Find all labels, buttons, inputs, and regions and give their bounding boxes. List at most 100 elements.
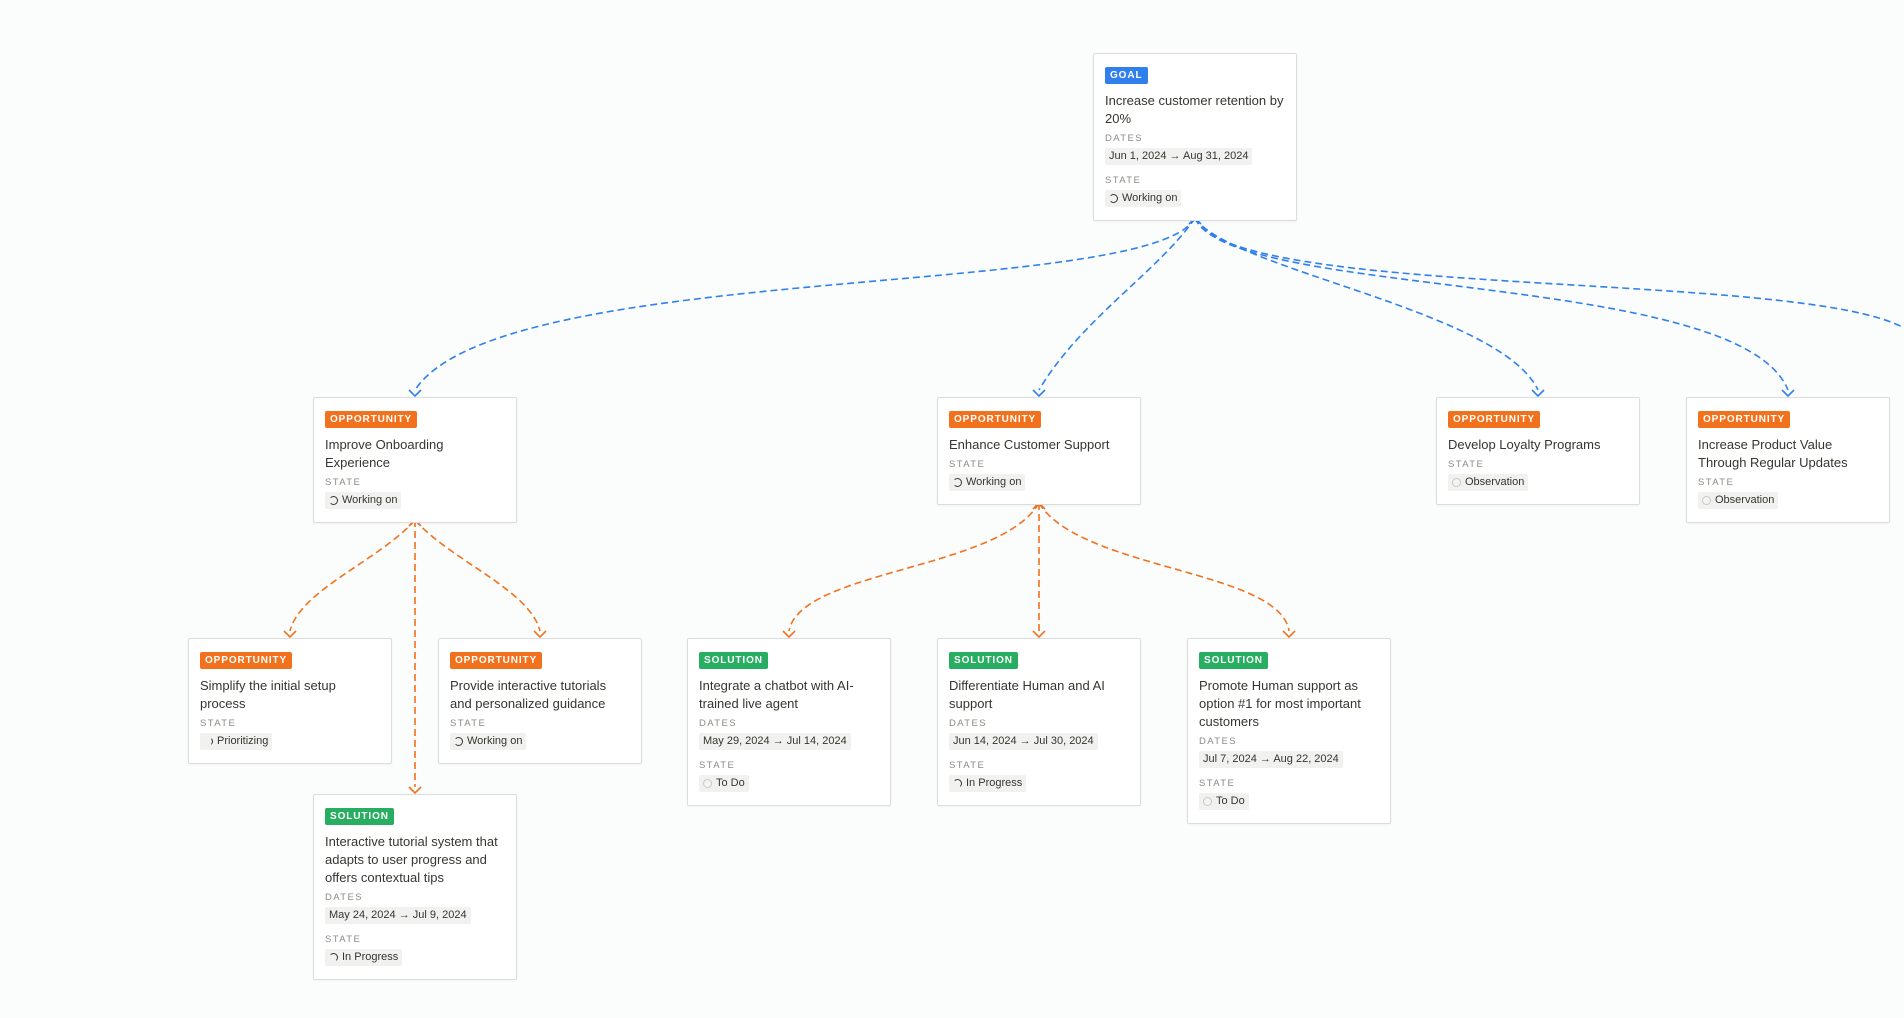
state-label: STATE bbox=[1698, 477, 1735, 488]
solution-card-differentiate[interactable]: SOLUTION Differentiate Human and AI supp… bbox=[937, 638, 1141, 806]
dates-label: DATES bbox=[699, 718, 737, 729]
in-progress-icon bbox=[329, 953, 338, 962]
state-chip: To Do bbox=[1199, 793, 1249, 810]
opportunity-tag: OPPORTUNITY bbox=[1698, 411, 1791, 428]
in-progress-icon bbox=[953, 779, 962, 788]
arrowhead-tutorials bbox=[533, 630, 547, 639]
state-value: In Progress bbox=[966, 777, 1023, 789]
dates-label: DATES bbox=[325, 892, 363, 903]
solution-tag: SOLUTION bbox=[699, 652, 768, 669]
opportunity-card-tutorials[interactable]: OPPORTUNITY Provide interactive tutorial… bbox=[438, 638, 642, 764]
state-chip: Observation bbox=[1698, 492, 1779, 509]
state-label: STATE bbox=[1448, 459, 1485, 470]
to-do-icon bbox=[1203, 797, 1212, 806]
solution-dates: Jun 14, 2024 → Jul 30, 2024 bbox=[949, 733, 1098, 750]
state-label: STATE bbox=[949, 760, 986, 771]
state-value: Observation bbox=[1715, 494, 1775, 506]
state-label: STATE bbox=[200, 718, 237, 729]
solution-tag: SOLUTION bbox=[1199, 652, 1268, 669]
arrowhead-onboarding bbox=[408, 389, 422, 398]
arrowhead-tutorial-system bbox=[408, 786, 422, 795]
observation-icon bbox=[1452, 478, 1461, 487]
solution-title: Differentiate Human and AI support bbox=[949, 678, 1105, 711]
goal-title: Increase customer retention by 20% bbox=[1105, 93, 1284, 126]
state-label: STATE bbox=[1199, 778, 1236, 789]
state-value: Working on bbox=[966, 476, 1022, 488]
solution-title: Promote Human support as option #1 for m… bbox=[1199, 678, 1361, 729]
state-label: STATE bbox=[325, 477, 362, 488]
opportunity-card-support[interactable]: OPPORTUNITY Enhance Customer Support STA… bbox=[937, 397, 1141, 505]
prioritizing-icon bbox=[204, 737, 213, 746]
dates-label: DATES bbox=[1199, 736, 1237, 747]
opportunity-title: Increase Product Value Through Regular U… bbox=[1698, 437, 1848, 470]
arrowhead-setup bbox=[283, 630, 297, 639]
arrowhead-differentiate bbox=[1032, 630, 1046, 639]
opportunity-title: Simplify the initial setup process bbox=[200, 678, 336, 711]
dates-label: DATES bbox=[949, 718, 987, 729]
working-on-icon bbox=[329, 496, 338, 505]
connector-goal-support bbox=[1038, 217, 1196, 391]
solution-card-tutorial-system[interactable]: SOLUTION Interactive tutorial system tha… bbox=[313, 794, 517, 980]
opportunity-title: Improve Onboarding Experience bbox=[325, 437, 444, 470]
arrowhead-value bbox=[1781, 389, 1795, 398]
state-chip: Working on bbox=[450, 733, 527, 750]
dates-label: DATES bbox=[1105, 133, 1143, 144]
state-value: Observation bbox=[1465, 476, 1525, 488]
working-on-icon bbox=[953, 478, 962, 487]
state-value: Prioritizing bbox=[217, 735, 269, 747]
opportunity-card-onboarding[interactable]: OPPORTUNITY Improve Onboarding Experienc… bbox=[313, 397, 517, 523]
state-chip: Observation bbox=[1448, 474, 1529, 491]
state-value: In Progress bbox=[342, 951, 399, 963]
connector-goal-onboarding bbox=[414, 217, 1196, 391]
state-label: STATE bbox=[949, 459, 986, 470]
opportunity-tag: OPPORTUNITY bbox=[325, 411, 418, 428]
opportunity-tag: OPPORTUNITY bbox=[450, 652, 543, 669]
state-value: Working on bbox=[342, 494, 398, 506]
opportunity-title: Enhance Customer Support bbox=[949, 437, 1110, 452]
working-on-icon bbox=[454, 737, 463, 746]
state-chip: In Progress bbox=[949, 775, 1027, 792]
state-value: To Do bbox=[1216, 795, 1245, 807]
arrowhead-loyalty bbox=[1531, 389, 1545, 398]
arrowhead-chatbot bbox=[782, 630, 796, 639]
state-chip: Working on bbox=[949, 474, 1026, 491]
state-label: STATE bbox=[450, 718, 487, 729]
opportunity-card-setup[interactable]: OPPORTUNITY Simplify the initial setup p… bbox=[188, 638, 392, 764]
opportunity-tag: OPPORTUNITY bbox=[1448, 411, 1541, 428]
state-label: STATE bbox=[699, 760, 736, 771]
observation-icon bbox=[1702, 496, 1711, 505]
to-do-icon bbox=[703, 779, 712, 788]
solution-card-chatbot[interactable]: SOLUTION Integrate a chatbot with AI-tra… bbox=[687, 638, 891, 806]
opportunity-title: Provide interactive tutorials and person… bbox=[450, 678, 607, 711]
state-chip: To Do bbox=[699, 775, 749, 792]
arrowhead-human bbox=[1282, 630, 1296, 639]
solution-card-human-support[interactable]: SOLUTION Promote Human support as option… bbox=[1187, 638, 1391, 824]
state-label: STATE bbox=[1105, 175, 1142, 186]
connector-support-chatbot bbox=[788, 502, 1040, 632]
solution-dates: May 24, 2024 → Jul 9, 2024 bbox=[325, 907, 471, 924]
opportunity-tag: OPPORTUNITY bbox=[200, 652, 293, 669]
goal-card[interactable]: GOAL Increase customer retention by 20% … bbox=[1093, 53, 1297, 221]
connector-onboarding-setup bbox=[289, 519, 416, 632]
opportunity-card-product-value[interactable]: OPPORTUNITY Increase Product Value Throu… bbox=[1686, 397, 1890, 523]
goal-state: Working on bbox=[1122, 192, 1178, 204]
solution-tag: SOLUTION bbox=[949, 652, 1018, 669]
connector-onboarding-tutorials bbox=[414, 519, 541, 632]
state-value: To Do bbox=[716, 777, 745, 789]
state-label: STATE bbox=[325, 934, 362, 945]
connector-goal-value bbox=[1194, 217, 1789, 391]
solution-title: Interactive tutorial system that adapts … bbox=[325, 834, 498, 885]
goal-tag: GOAL bbox=[1105, 67, 1148, 84]
connector-support-human bbox=[1038, 502, 1290, 632]
state-chip: In Progress bbox=[325, 949, 403, 966]
state-chip: Working on bbox=[325, 492, 402, 509]
solution-tag: SOLUTION bbox=[325, 808, 394, 825]
opportunity-title: Develop Loyalty Programs bbox=[1448, 437, 1601, 452]
solution-dates: Jul 7, 2024 → Aug 22, 2024 bbox=[1199, 751, 1343, 768]
connector-goal-loyalty bbox=[1194, 217, 1539, 391]
opportunity-tag: OPPORTUNITY bbox=[949, 411, 1042, 428]
arrowhead-support bbox=[1032, 389, 1046, 398]
opportunity-card-loyalty[interactable]: OPPORTUNITY Develop Loyalty Programs STA… bbox=[1436, 397, 1640, 505]
